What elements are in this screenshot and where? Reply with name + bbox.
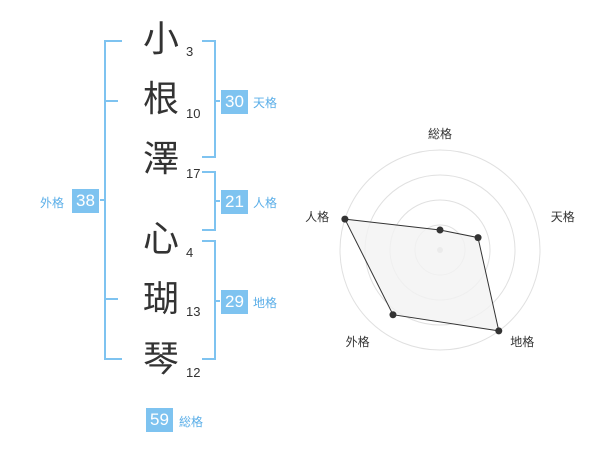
gaikaku-value: 38 (72, 189, 99, 213)
radar-axis-label-2: 天格 (551, 209, 575, 224)
name-char-3: 澤 (142, 139, 179, 180)
tenkaku-label: 天格 (253, 96, 278, 110)
radar-ring-4 (339, 149, 541, 351)
name-char-5: 瑚 (142, 279, 179, 320)
name-char-6: 琴 (142, 339, 179, 380)
stroke-count-5: 13 (186, 304, 201, 319)
radar-axis-label-4: 外格 (346, 334, 370, 349)
stroke-count-2: 10 (186, 106, 201, 121)
tenkaku-value: 30 (221, 90, 248, 114)
radar-axis-label-1: 総格 (428, 126, 452, 141)
radar-point-1 (436, 226, 444, 234)
radar-axis-label-3: 地格 (510, 334, 534, 349)
name-char-4: 心 (142, 219, 179, 260)
radar-point-5 (341, 215, 349, 223)
chikaku-label: 地格 (253, 296, 278, 310)
name-char-2: 根 (142, 79, 179, 120)
radar-axis-label-5: 人格 (305, 209, 329, 224)
stroke-count-1: 3 (186, 44, 194, 59)
soukaku-label: 総格 (179, 415, 204, 429)
jinkaku-value: 21 (221, 190, 248, 214)
radar-point-3 (495, 327, 503, 335)
jinkaku-label: 人格 (253, 196, 278, 210)
name-char-1: 小 (142, 19, 179, 60)
radar-series-polygon (344, 218, 500, 332)
stroke-count-4: 4 (186, 245, 194, 260)
stroke-count-3: 17 (186, 166, 201, 181)
soukaku-value: 59 (146, 408, 173, 432)
radar-point-2 (474, 234, 482, 242)
gaikaku-label: 外格 (40, 196, 65, 210)
radar-point-4 (389, 311, 397, 319)
chikaku-value: 29 (221, 290, 248, 314)
stroke-count-6: 12 (186, 365, 201, 380)
